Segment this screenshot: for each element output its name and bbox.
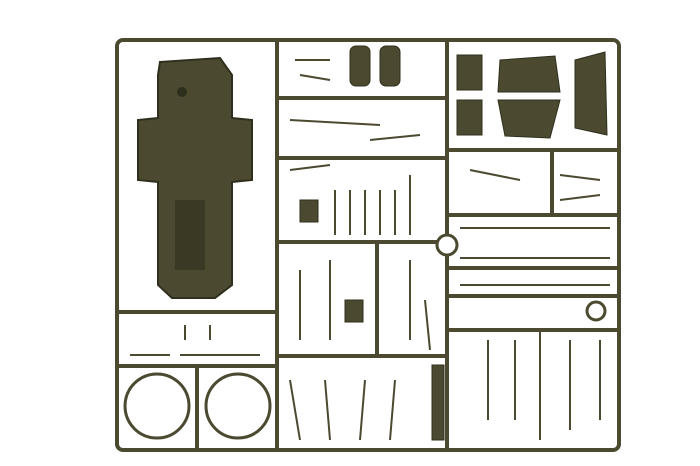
small-parts — [130, 59, 610, 441]
armor-panels — [299, 45, 608, 441]
hull-part — [137, 56, 253, 299]
sprue-frame — [115, 38, 621, 452]
wheel-rings — [123, 233, 607, 440]
